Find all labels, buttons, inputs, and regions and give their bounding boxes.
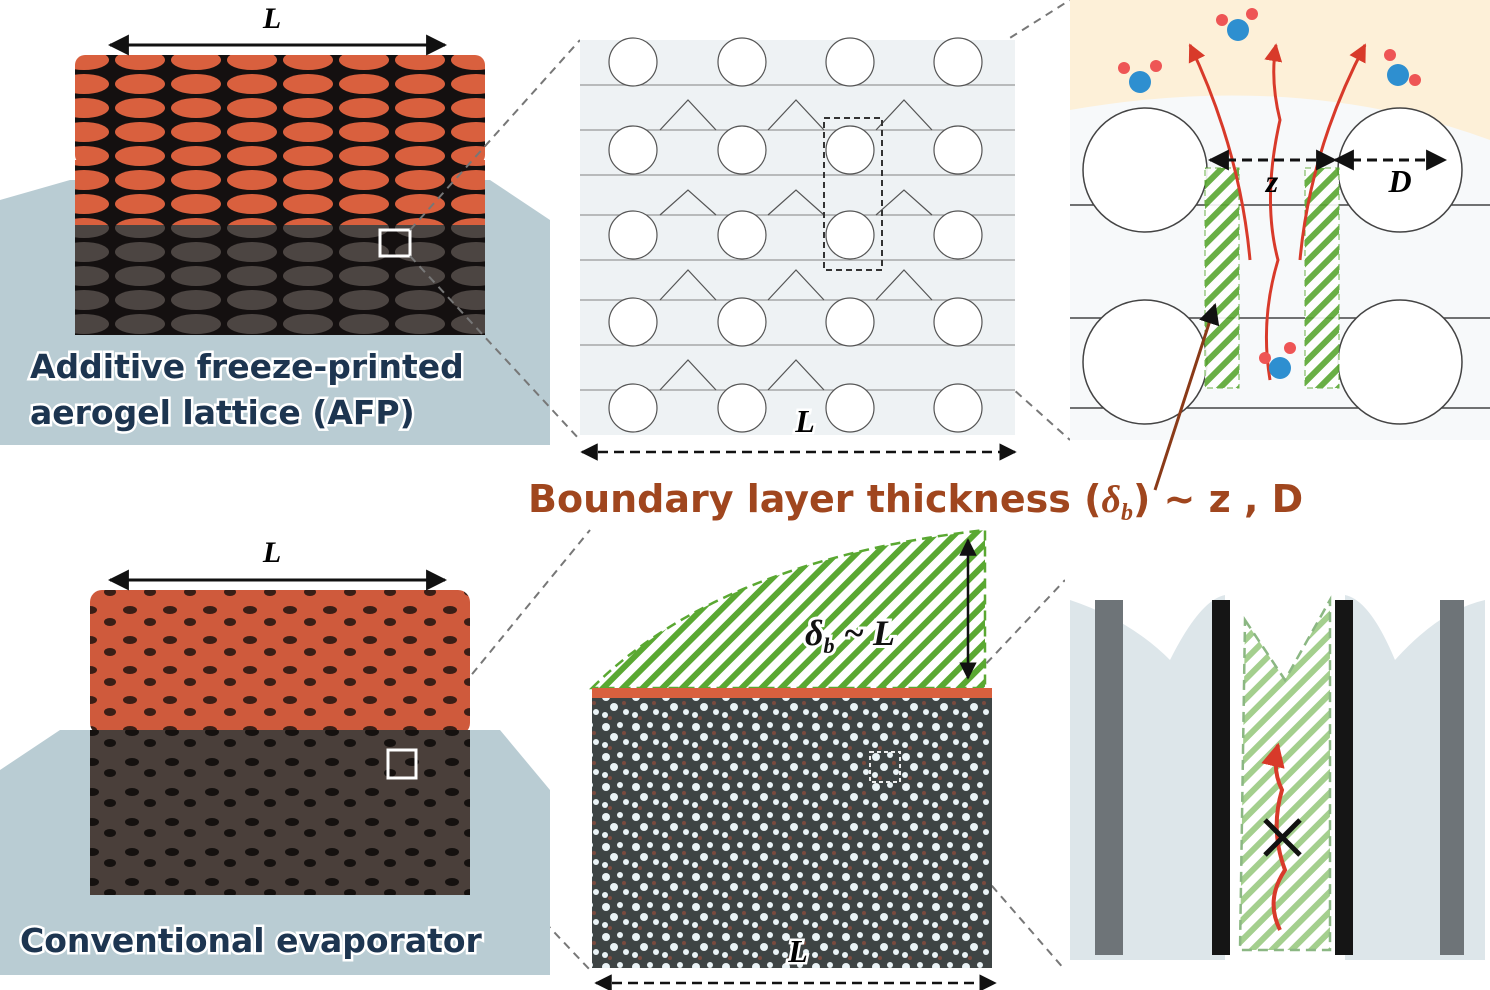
vapor-flow-arrow <box>1264 43 1283 381</box>
afp-caption-line2: aerogel lattice (AFP) <box>30 393 415 432</box>
blocked-x-icon <box>1263 818 1302 857</box>
pore-zoom <box>1065 580 1490 965</box>
porous-schematic: δb ~ L L <box>588 528 997 990</box>
lattice-length-label: L <box>794 403 815 439</box>
boundary-layer-left <box>1204 167 1240 389</box>
porous-length-label: L <box>787 933 808 969</box>
afp-length-label: L <box>262 2 281 35</box>
zoom-box <box>378 228 412 258</box>
boundary-layer-region <box>588 528 987 690</box>
gap-label: z <box>1265 163 1279 199</box>
afp-caption-line1: Additive freeze-printed <box>30 347 464 386</box>
boundary-layer-pore <box>1238 595 1332 952</box>
diameter-label: D <box>1387 163 1411 199</box>
zoom-box <box>823 117 883 271</box>
afp-photo: L Additive freeze-printed aerogel lattic… <box>0 2 550 445</box>
conventional-photo: L Conventional evaporator <box>0 536 550 975</box>
boundary-layer-zoom: z D <box>1070 0 1490 440</box>
zoom-box <box>869 751 901 783</box>
boundary-layer-text: Boundary layer thickness (δb) ~ z , D <box>528 477 1303 526</box>
pointer-arrow <box>1153 303 1220 491</box>
zoom-box <box>386 748 418 780</box>
delta-relation-label: δb ~ L <box>805 613 895 658</box>
conv-length-label: L <box>262 536 281 569</box>
boundary-layer-right <box>1304 167 1340 389</box>
lattice-schematic: L <box>580 37 1017 461</box>
lattice-rows <box>580 37 1015 433</box>
water-molecule-icon <box>1118 8 1421 379</box>
conv-caption: Conventional evaporator <box>20 921 483 960</box>
